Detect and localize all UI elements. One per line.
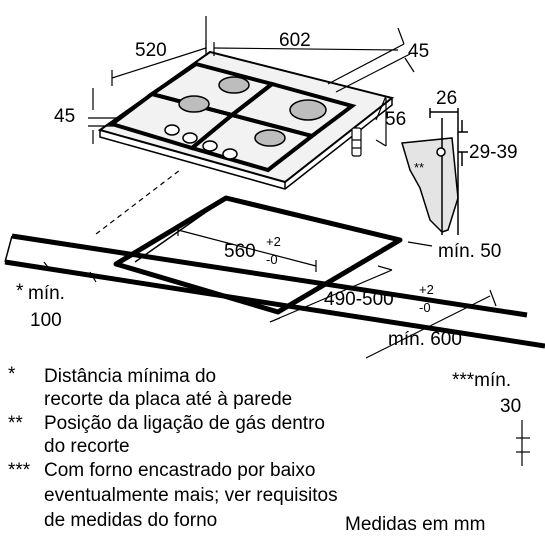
note-1-marker: * [8, 364, 16, 385]
dim-min-100-star: * [16, 281, 24, 302]
dim-490-500-tol-minus: -0 [419, 300, 431, 315]
dim-45-top: 45 [408, 41, 429, 62]
dim-560: 560 [224, 241, 256, 262]
burner-icon [289, 99, 327, 121]
cutout-dimension-lines [43, 224, 530, 466]
dim-45-left: 45 [54, 106, 75, 127]
connection-marker: ** [414, 160, 424, 175]
note-1-line-2: recorte da placa até à parede [44, 389, 293, 410]
dim-490-500-tol-plus: +2 [419, 282, 434, 297]
dim-560-tol-plus: +2 [266, 234, 281, 249]
burner-icon [218, 76, 250, 94]
dim-602: 602 [279, 30, 311, 51]
knob-icon [164, 124, 180, 136]
note-3-marker: *** [8, 460, 31, 481]
units-caption: Medidas em mm [345, 514, 486, 535]
dim-56: 56 [385, 109, 406, 130]
dim-560-tol-minus: -0 [266, 252, 278, 267]
gas-connector-icon [351, 127, 362, 157]
dim-min-30-label: ***mín. [452, 370, 511, 391]
dim-min-30-value: 30 [500, 396, 521, 417]
dim-29-39: 29-39 [469, 142, 518, 163]
dim-min-100-label: mín. [28, 283, 65, 304]
cutout-outline [113, 195, 403, 315]
knob-icon [202, 140, 218, 152]
worktop [4, 233, 545, 349]
gas-connection-icon [436, 147, 446, 157]
note-2-line-1: Posição da ligação de gás dentro [44, 413, 325, 434]
burner-icon [254, 129, 286, 147]
dim-490-500: 490-500 [324, 289, 394, 310]
burners [178, 76, 327, 147]
knob-icon [182, 132, 198, 144]
hob-dimension-lines [88, 16, 415, 147]
control-knobs [164, 124, 238, 160]
note-3-line-2: eventualmente mais; ver requisitos [44, 485, 338, 506]
knob-icon [222, 148, 238, 160]
dim-min-50: mín. 50 [438, 241, 501, 262]
dim-min-100-value: 100 [30, 310, 62, 331]
projection-dashed-line [95, 169, 181, 235]
note-2-line-2: do recorte [44, 436, 130, 457]
note-3-line-3: de medidas do forno [44, 510, 218, 531]
note-1-line-1: Distância mínima do [44, 366, 217, 387]
burner-icon [178, 95, 210, 113]
note-2-marker: ** [8, 413, 23, 434]
dim-min-600: mín. 600 [388, 329, 462, 350]
dim-26: 26 [436, 88, 457, 109]
dim-520: 520 [135, 40, 167, 61]
note-3-line-1: Com forno encastrado por baixo [44, 460, 316, 481]
connection-detail-drawing [401, 108, 468, 235]
